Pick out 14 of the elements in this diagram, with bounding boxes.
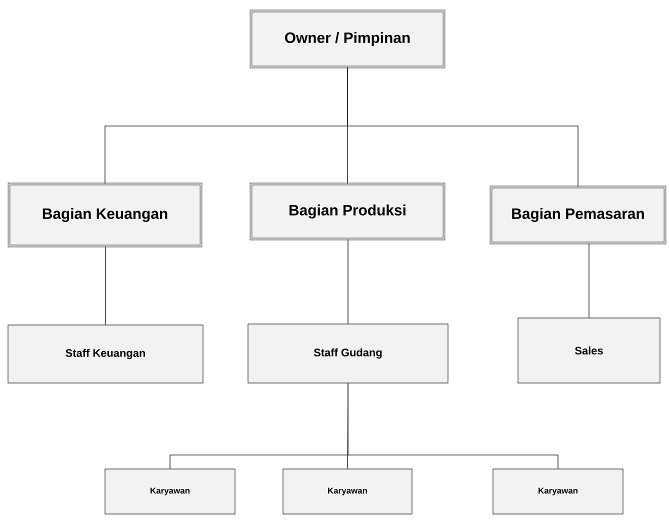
connector-line [348,382,558,470]
department-box: Owner / Pimpinan [250,10,446,68]
department-box: Bagian Produksi [250,182,446,240]
connector-line [105,246,106,326]
staff-box: Staff Keuangan [8,324,204,384]
department-box: Bagian Keuangan [8,182,202,248]
staff-box: Karyawan [104,468,236,514]
staff-box: Karyawan [282,468,412,514]
connector-line [347,66,578,188]
staff-box: Karyawan [492,468,624,514]
connector-line [588,242,590,318]
staff-box: Staff Gudang [248,324,448,384]
department-box: Bagian Pemasaran [490,186,666,244]
staff-box: Sales [518,318,660,384]
